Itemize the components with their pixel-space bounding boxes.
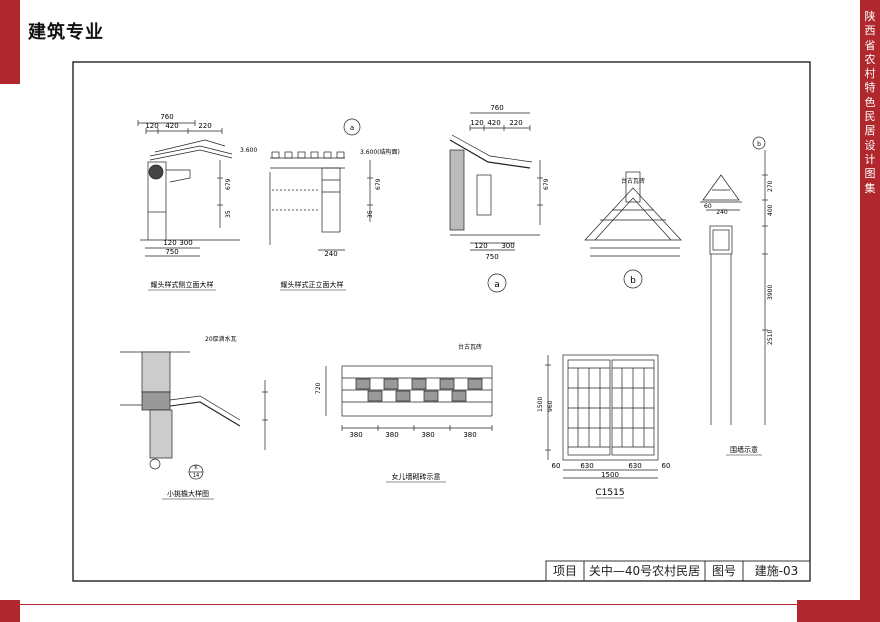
title-block-drawing-no-value: 建施-03 (754, 564, 799, 578)
circle-label-b-post: b (757, 141, 761, 148)
side-title-char: 计 (864, 152, 876, 166)
bottom-right-red-bar (797, 600, 880, 622)
detail-small-eave (120, 351, 268, 480)
dim-760-c: 760 (490, 104, 503, 112)
dim-2510-e: 2510 (767, 330, 774, 345)
dim-960-g: 960 (547, 400, 554, 412)
side-title-char: 西 (864, 24, 876, 38)
side-title-char: 农 (864, 52, 876, 66)
right-red-band (860, 0, 880, 600)
dim-1500-g-v: 1500 (537, 397, 544, 412)
dim-380-f3: 380 (421, 431, 434, 439)
dim-220-c: 220 (509, 119, 522, 127)
dim-300-c: 300 (501, 242, 514, 250)
detail-parapet-brick (325, 365, 493, 431)
dim-35-a: 35 (225, 210, 232, 218)
bottom-red-line (20, 604, 797, 605)
elev-3600-b: 3.600(结构面) (360, 148, 400, 156)
title-block-item-value: 关中—40号农村民居 (588, 564, 701, 578)
dim-220-a: 220 (198, 122, 211, 130)
dim-380-f1: 380 (349, 431, 362, 439)
caption-side-elevation: 耀头样式侧立面大样 (151, 280, 214, 289)
detail-wall-post (700, 136, 768, 425)
page-title: 建筑专业 (28, 22, 104, 43)
caption-window-c1515: C1515 (595, 488, 624, 498)
caption-gable-b: b (630, 276, 636, 286)
side-title-char: 居 (864, 124, 876, 138)
circle-label-14: 14 (193, 473, 199, 479)
title-block-drawing-no-label: 图号 (711, 564, 736, 578)
dim-679-a: 679 (225, 178, 232, 190)
circle-label-a-top: a (350, 124, 354, 132)
dim-300-a: 300 (179, 239, 192, 247)
side-title-char: 设 (864, 138, 876, 152)
dim-120-a: 120 (145, 122, 158, 130)
side-title-char: 特 (864, 81, 876, 95)
title-block (545, 560, 811, 582)
dim-120-b: 120 (163, 239, 176, 247)
dim-630-g2: 630 (628, 462, 641, 470)
dim-3900-e: 3900 (767, 285, 774, 300)
detail-window-c1515 (545, 354, 659, 479)
dim-760-a: 760 (160, 113, 173, 121)
detail-section-a (449, 112, 543, 293)
dim-270-e: 270 (767, 180, 774, 192)
side-title-char: 省 (864, 38, 876, 52)
dim-1500-g: 1500 (601, 471, 619, 479)
dim-60-g2: 60 (662, 462, 671, 470)
caption-section-a: a (494, 280, 500, 290)
label-roof-tile: 台古瓦砖 (621, 177, 645, 185)
dim-35-b: 35 (367, 210, 374, 218)
dim-240-e: 240 (716, 209, 728, 216)
bottom-left-red-bar (0, 600, 20, 622)
title-block-item-label: 项目 (552, 564, 577, 578)
label-tile-20: 20厚滴水瓦 (205, 335, 237, 343)
dim-420-a: 420 (165, 122, 178, 130)
side-title: 陕 西 省 农 村 特 色 民 居 设 计 图 集 (860, 10, 880, 196)
dim-380-f2: 380 (385, 431, 398, 439)
side-title-char: 色 (864, 95, 876, 109)
side-title-char: 村 (864, 67, 876, 81)
detail-side-elevation (137, 120, 240, 257)
dim-120-d: 120 (474, 242, 487, 250)
side-title-char: 图 (864, 167, 876, 181)
dim-720-f: 720 (315, 382, 322, 394)
sheet-frame (72, 61, 811, 582)
dim-750-c: 750 (485, 253, 498, 261)
dim-420-c: 420 (487, 119, 500, 127)
detail-gable-b (584, 171, 682, 289)
dim-679-b: 679 (375, 178, 382, 190)
dim-120-c: 120 (470, 119, 483, 127)
label-roof-tile-2: 台古瓦砖 (458, 343, 482, 351)
caption-small-eave: 小挑檐大样图 (167, 489, 209, 498)
dim-630-g1: 630 (580, 462, 593, 470)
elev-3600-a: 3.600 (240, 147, 257, 154)
dim-750-a: 750 (165, 248, 178, 256)
caption-front-elevation: 耀头样式正立面大样 (281, 280, 344, 289)
detail-front-elevation (269, 118, 373, 251)
side-title-char: 民 (864, 110, 876, 124)
caption-wall-post: 围墙示意 (730, 445, 758, 454)
dim-400-e: 400 (767, 204, 774, 216)
side-title-char: 陕 (864, 10, 876, 23)
dim-60-e: 60 (704, 203, 712, 210)
caption-parapet-brick: 女儿墙砌砖示意 (392, 472, 441, 481)
dim-380-f4: 380 (463, 431, 476, 439)
dim-240-b: 240 (324, 250, 337, 258)
circle-label-k: K (194, 465, 198, 471)
side-title-char: 集 (864, 181, 876, 195)
top-left-red-bar (0, 0, 20, 84)
dim-679-c: 679 (543, 178, 550, 190)
dim-60-g1: 60 (552, 462, 561, 470)
